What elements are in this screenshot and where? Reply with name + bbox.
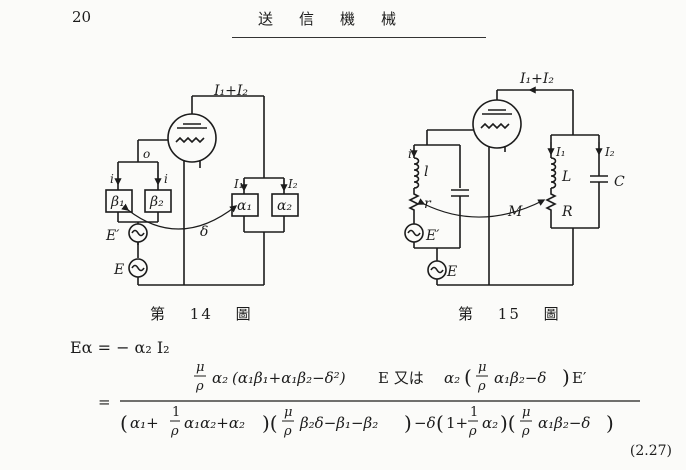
fig15-label-e: E bbox=[446, 264, 457, 280]
fig15-label-r: r bbox=[424, 196, 432, 212]
num-mu-b: μ bbox=[478, 360, 486, 375]
fig14-label-i1: I₁ bbox=[233, 177, 244, 191]
num-a: (α₁β₁+α₁β₂−δ²) bbox=[232, 369, 346, 387]
svg-text:)(: )( bbox=[262, 411, 278, 435]
fig15-label-L: L bbox=[561, 169, 571, 185]
num-eprime: E′ bbox=[572, 369, 587, 387]
den-b: α₁α₂+α₂ bbox=[184, 414, 245, 432]
num-rho-b: ρ bbox=[477, 379, 486, 394]
fig14-label-eprime: E′ bbox=[105, 228, 120, 244]
fig15-labels: I₁+I₂ i l r E′ E M I₁ I₂ L R C bbox=[408, 71, 625, 280]
den-a: α₁+ bbox=[130, 414, 159, 432]
fig14-label-i-left: i bbox=[110, 172, 114, 186]
den-rho: ρ bbox=[170, 424, 179, 439]
den-d: −δ bbox=[414, 414, 436, 432]
fig15-label-C: C bbox=[614, 174, 625, 190]
den-c: β₂δ−β₁−β₂ bbox=[299, 414, 378, 432]
fig14-caption: 第 14 圖 bbox=[150, 303, 253, 324]
num-e: E 又は bbox=[378, 369, 424, 387]
running-head: 送信機械 bbox=[258, 10, 423, 28]
fig15-label-i2: I₂ bbox=[604, 145, 615, 159]
fig15-caption-number: 15 bbox=[497, 305, 521, 323]
svg-text:(: ( bbox=[436, 411, 444, 435]
fig15-label-current: I₁+I₂ bbox=[519, 71, 554, 87]
num-b: α₁β₂−δ bbox=[494, 369, 546, 387]
fig14-caption-prefix: 第 bbox=[150, 305, 168, 323]
den-one: 1 bbox=[172, 405, 180, 420]
fig15-label-i: i bbox=[408, 147, 412, 161]
fig14-caption-number: 14 bbox=[189, 305, 213, 323]
equation-equals: = bbox=[98, 393, 111, 411]
fig14-filament bbox=[175, 136, 205, 144]
svg-text:(: ( bbox=[120, 411, 128, 435]
fig14-coupling-arrow bbox=[121, 203, 238, 230]
equation-lhs: Eα = − α₂ I₂ bbox=[70, 338, 170, 357]
fig15-label-i1: I₁ bbox=[555, 145, 566, 159]
fig14-label-beta2: β₂ bbox=[149, 194, 164, 210]
den-rho-c: ρ bbox=[468, 424, 477, 439]
fig14-label-current: I₁+I₂ bbox=[213, 83, 248, 99]
equation-number: (2.27) bbox=[629, 443, 672, 459]
fig14-label-e: E bbox=[113, 262, 124, 278]
fig15-coupling-arrow bbox=[417, 198, 546, 218]
page-number: 20 bbox=[72, 8, 92, 26]
fig14-label-zero: o bbox=[143, 147, 150, 161]
den-one-b: 1 bbox=[470, 405, 478, 420]
fig15-inductor-l bbox=[413, 157, 420, 189]
fig15-caption: 第 15 圖 bbox=[458, 303, 561, 324]
fig14-label-i2: I₂ bbox=[287, 177, 298, 191]
fig15-filament bbox=[480, 122, 510, 130]
num-alpha2-b: α₂ bbox=[444, 369, 460, 387]
fig14-caption-suffix: 圖 bbox=[235, 305, 253, 323]
den-e: 1+ bbox=[446, 414, 468, 432]
den-mu: μ bbox=[284, 405, 292, 420]
fig14-diagram bbox=[105, 95, 299, 286]
fig15-label-m: M bbox=[507, 204, 523, 220]
fig14-alpha2-box bbox=[271, 193, 299, 217]
den-rho-d: ρ bbox=[521, 424, 530, 439]
fig15-caption-prefix: 第 bbox=[458, 305, 476, 323]
svg-text:): ) bbox=[606, 411, 614, 435]
fig14-beta1-box bbox=[105, 189, 133, 213]
num-rho: ρ bbox=[195, 379, 204, 394]
fig14-label-i-right: i bbox=[164, 172, 168, 186]
fig15-label-R: R bbox=[561, 204, 573, 220]
fig14-label-delta: δ bbox=[200, 224, 208, 240]
fig15-label-l: l bbox=[424, 164, 428, 180]
fig14-label-beta1: β₁ bbox=[110, 194, 125, 210]
svg-text:)(: )( bbox=[500, 411, 516, 435]
fig15-label-eprime: E′ bbox=[425, 228, 440, 244]
svg-text:): ) bbox=[562, 365, 570, 389]
fig14-label-alpha1: α₁ bbox=[237, 198, 252, 214]
fig15-inductor-L bbox=[550, 157, 557, 189]
den-mu-b: μ bbox=[522, 405, 530, 420]
fig15-resistor-R bbox=[545, 188, 557, 216]
fig15-resistor-r bbox=[408, 188, 420, 216]
den-rho-b: ρ bbox=[283, 424, 292, 439]
fig14-label-alpha2: α₂ bbox=[277, 198, 292, 214]
fig14-labels: I₁+I₂ o i i β₁ β₂ E′ E δ I₁ I₂ α₁ α₂ bbox=[105, 83, 298, 278]
num-mu: μ bbox=[196, 360, 204, 375]
fig15-caption-suffix: 圖 bbox=[543, 305, 561, 323]
svg-text:(: ( bbox=[464, 365, 472, 389]
den-f: α₁β₂−δ bbox=[538, 414, 590, 432]
header-rule bbox=[232, 37, 486, 38]
svg-text:): ) bbox=[404, 411, 412, 435]
fig15-diagram bbox=[404, 86, 608, 286]
num-alpha2: α₂ bbox=[212, 369, 228, 387]
den-alpha2: α₂ bbox=[482, 414, 498, 432]
